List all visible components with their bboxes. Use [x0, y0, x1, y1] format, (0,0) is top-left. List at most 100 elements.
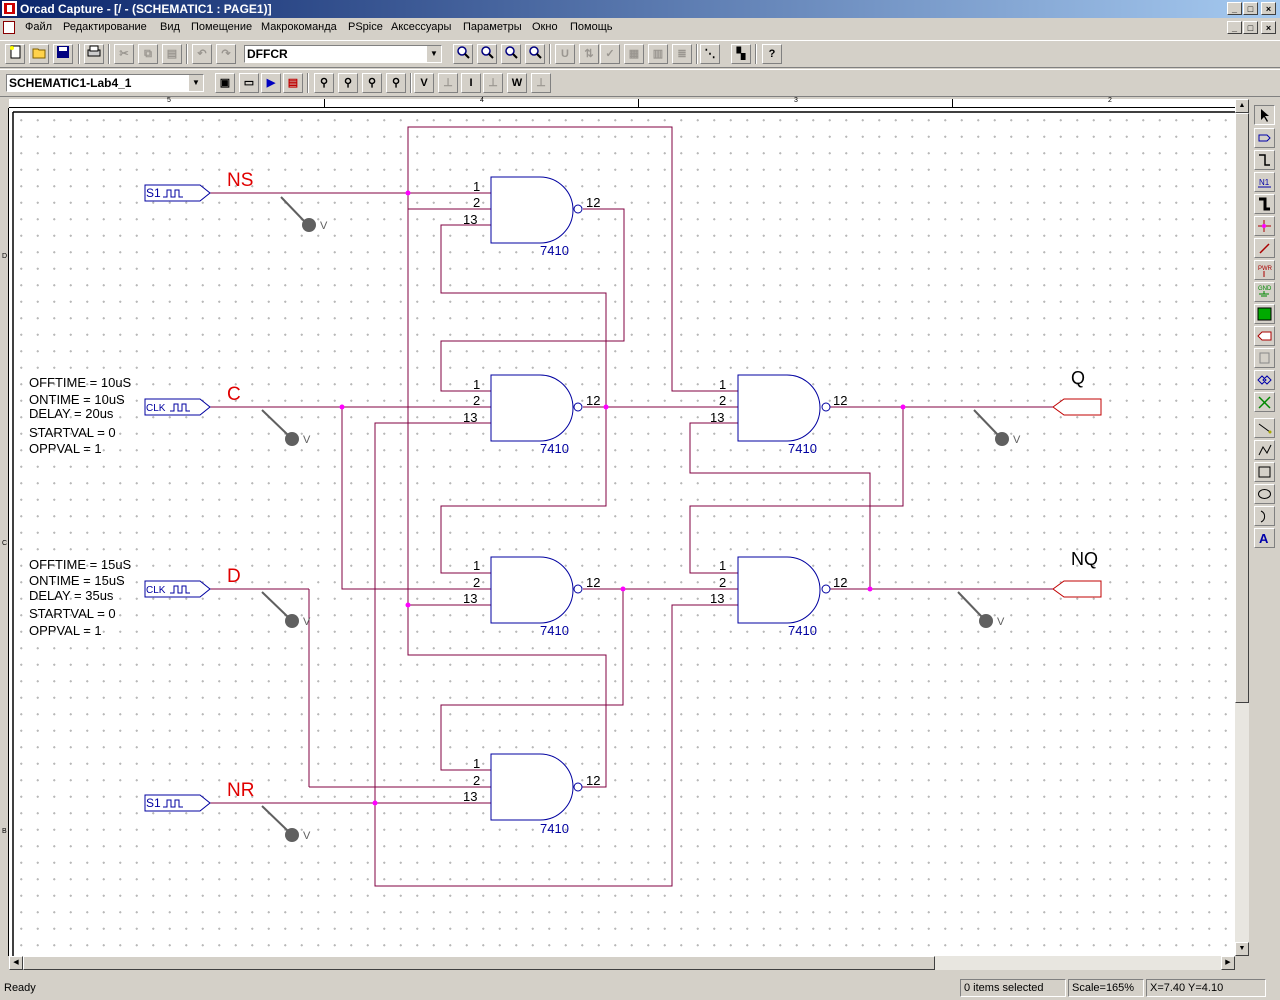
project-manager-icon[interactable]: ▚: [731, 44, 751, 64]
view-results-icon[interactable]: ▤: [283, 73, 303, 93]
undo-icon[interactable]: ↶: [192, 44, 212, 64]
scroll-right-icon[interactable]: ▶: [1221, 956, 1235, 970]
place-rectangle-icon[interactable]: [1254, 462, 1275, 482]
print-icon[interactable]: [84, 44, 104, 64]
place-ground-icon[interactable]: GND: [1254, 282, 1275, 302]
net-label-ns[interactable]: NS: [227, 170, 253, 191]
bias-current-toggle-icon[interactable]: ⊥: [483, 73, 503, 93]
paste-icon[interactable]: ▤: [162, 44, 182, 64]
new-icon[interactable]: [5, 44, 25, 64]
cut-icon[interactable]: ✂: [114, 44, 134, 64]
nand-gate-u1[interactable]: [490, 176, 583, 244]
place-junction-icon[interactable]: [1254, 216, 1275, 236]
zoom-in-icon[interactable]: [453, 44, 473, 64]
horizontal-scroll-thumb[interactable]: [23, 956, 935, 970]
drc-icon[interactable]: ✓: [600, 44, 620, 64]
close-button[interactable]: ×: [1261, 2, 1276, 15]
net-label-c[interactable]: C: [227, 384, 241, 405]
annotate-icon[interactable]: U: [555, 44, 575, 64]
bias-power-toggle-icon[interactable]: ⊥: [531, 73, 551, 93]
redo-icon[interactable]: ↷: [216, 44, 236, 64]
net-label-d[interactable]: D: [227, 566, 241, 587]
doc-minimize-button[interactable]: _: [1227, 21, 1242, 34]
place-bus-icon[interactable]: [1254, 194, 1275, 214]
source-c[interactable]: CLK: [144, 398, 211, 416]
source-nr[interactable]: S1: [144, 794, 211, 812]
menu-pspice[interactable]: PSpice: [348, 21, 383, 33]
doc-close-button[interactable]: ×: [1261, 21, 1276, 34]
document-icon[interactable]: [3, 21, 15, 34]
doc-restore-button[interactable]: □: [1243, 21, 1258, 34]
source-ns[interactable]: S1: [144, 184, 211, 202]
new-simulation-icon[interactable]: ▣: [215, 73, 235, 93]
place-ellipse-icon[interactable]: [1254, 484, 1275, 504]
net-label-nr[interactable]: NR: [227, 780, 254, 801]
place-power-icon[interactable]: PWR: [1254, 260, 1275, 280]
scroll-down-icon[interactable]: ▼: [1235, 942, 1249, 956]
scroll-up-icon[interactable]: ▲: [1235, 99, 1249, 113]
place-net-alias-icon[interactable]: N1: [1254, 172, 1275, 192]
marker-current-icon[interactable]: ⚲: [362, 73, 382, 93]
bias-current-icon[interactable]: I: [461, 73, 481, 93]
nand-gate-u2[interactable]: [490, 374, 583, 442]
wires[interactable]: [210, 126, 1053, 887]
run-icon[interactable]: ▶: [261, 73, 281, 93]
schematic-combo[interactable]: SCHEMATIC1-Lab4_1▼: [6, 74, 204, 92]
menu-file[interactable]: Файл: [25, 21, 53, 33]
menu-options[interactable]: Параметры: [463, 21, 522, 33]
place-port-icon[interactable]: [1254, 326, 1275, 346]
place-hierarchical-block-icon[interactable]: [1254, 304, 1275, 324]
scroll-left-icon[interactable]: ◀: [9, 956, 23, 970]
place-text-icon[interactable]: A: [1254, 528, 1275, 548]
bias-voltage-toggle-icon[interactable]: ⊥: [438, 73, 458, 93]
menu-edit[interactable]: Редактирование: [63, 21, 147, 33]
part-combo[interactable]: DFFCR▼: [244, 45, 442, 63]
edit-simulation-icon[interactable]: ▭: [239, 73, 259, 93]
place-off-page-icon[interactable]: [1254, 370, 1275, 390]
nand-gate-u4[interactable]: [490, 753, 583, 821]
menu-help[interactable]: Помощь: [570, 21, 613, 33]
zoom-out-icon[interactable]: [477, 44, 497, 64]
horizontal-scrollbar[interactable]: ◀ ▶: [9, 956, 1235, 970]
help-icon[interactable]: ?: [762, 44, 782, 64]
menu-window[interactable]: Окно: [532, 21, 558, 33]
open-icon[interactable]: [29, 44, 49, 64]
vertical-scrollbar[interactable]: ▲ ▼: [1235, 99, 1249, 956]
place-bus-entry-icon[interactable]: [1254, 238, 1275, 258]
place-line-icon[interactable]: [1254, 418, 1275, 438]
place-pin-icon[interactable]: [1254, 348, 1275, 368]
menu-view[interactable]: Вид: [160, 21, 180, 33]
vertical-scroll-thumb[interactable]: [1235, 113, 1249, 703]
schematic-canvas[interactable]: 1 2 13 12 7410 1 2 13 12 7410 1 2 13 12 …: [9, 108, 1235, 956]
menu-accessories[interactable]: Аксессуары: [391, 21, 452, 33]
chevron-down-icon[interactable]: ▼: [188, 75, 203, 91]
maximize-button[interactable]: □: [1243, 2, 1258, 15]
nand-gate-u3[interactable]: [490, 556, 583, 624]
select-icon[interactable]: [1254, 105, 1275, 125]
chevron-down-icon[interactable]: ▼: [426, 46, 441, 62]
output-port-q[interactable]: Q: [1052, 368, 1102, 416]
place-no-connect-icon[interactable]: [1254, 392, 1275, 412]
menu-macro[interactable]: Макрокоманда: [261, 21, 337, 33]
zoom-area-icon[interactable]: [501, 44, 521, 64]
save-icon[interactable]: [53, 44, 73, 64]
place-part-icon[interactable]: [1254, 128, 1275, 148]
marker-power-icon[interactable]: ⚲: [386, 73, 406, 93]
marker-diff-icon[interactable]: ⚲: [338, 73, 358, 93]
copy-icon[interactable]: ⧉: [138, 44, 158, 64]
snap-grid-icon[interactable]: ⋱: [700, 44, 720, 64]
place-arc-icon[interactable]: [1254, 506, 1275, 526]
bias-power-icon[interactable]: W: [507, 73, 527, 93]
minimize-button[interactable]: _: [1227, 2, 1242, 15]
menu-place[interactable]: Помещение: [191, 21, 253, 33]
source-d[interactable]: CLK: [144, 580, 211, 598]
zoom-all-icon[interactable]: [525, 44, 545, 64]
nand-gate-u6[interactable]: [737, 556, 831, 624]
bill-of-materials-icon[interactable]: ≣: [672, 44, 692, 64]
netlist-icon[interactable]: ▦: [624, 44, 644, 64]
bias-voltage-icon[interactable]: V: [414, 73, 434, 93]
place-wire-icon[interactable]: [1254, 150, 1275, 170]
back-annotate-icon[interactable]: ⇅: [579, 44, 599, 64]
output-port-nq[interactable]: NQ: [1052, 549, 1102, 598]
voltage-probes[interactable]: V V V V V V: [261, 196, 1021, 842]
